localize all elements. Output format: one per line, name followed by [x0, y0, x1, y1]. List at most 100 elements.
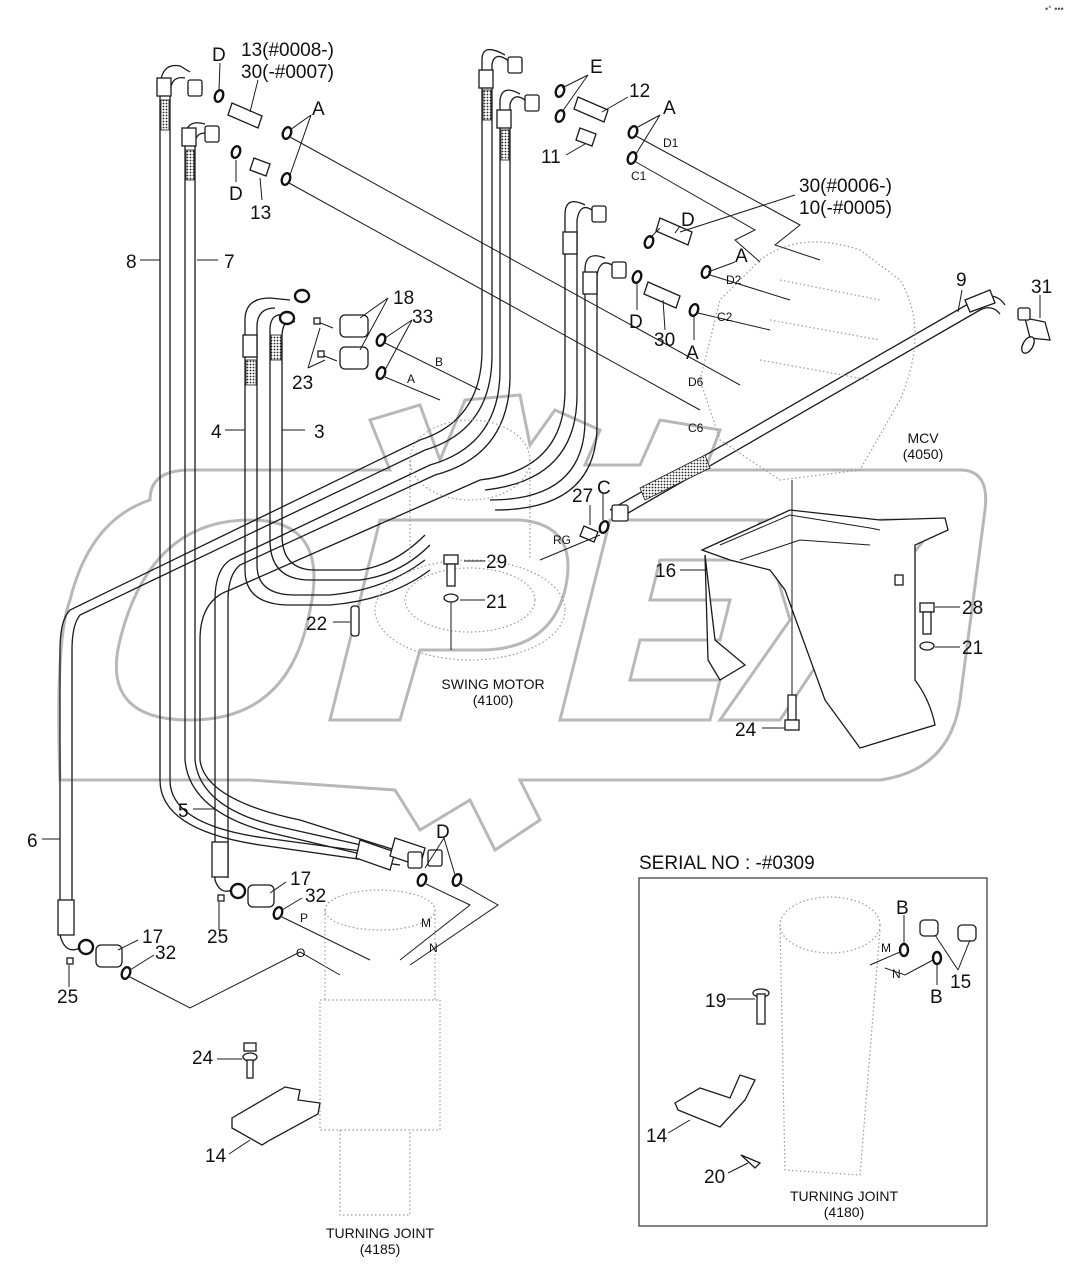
port-label-b: B	[435, 355, 443, 369]
washer-21-motor	[443, 593, 459, 603]
callout-a: A	[686, 343, 699, 364]
o-ring	[375, 365, 387, 381]
o-ring	[688, 302, 700, 318]
callout-a: A	[735, 246, 748, 267]
callout-21: 21	[486, 592, 507, 613]
port-label-c2: C2	[717, 310, 733, 324]
valve-31	[1017, 307, 1051, 354]
callout-3: 3	[314, 422, 325, 443]
callout-c: C	[597, 478, 611, 499]
inset-pin-19	[752, 988, 770, 1025]
adapter-11	[575, 127, 597, 147]
o-rings	[120, 83, 712, 981]
inset-cotter-pin-20	[740, 1154, 762, 1169]
pin-22	[350, 605, 360, 637]
page-marker: •° •••	[1045, 4, 1064, 14]
callout-16: 16	[655, 561, 676, 582]
fittings	[66, 56, 1051, 968]
callout-24: 24	[192, 1048, 214, 1069]
swing-motor-label: SWING MOTOR	[441, 676, 544, 692]
callout-e: E	[590, 57, 603, 78]
sleeve-mesh	[245, 359, 257, 386]
callout-b: B	[896, 898, 909, 919]
callout-32: 32	[155, 943, 176, 964]
hose-ferrule	[242, 334, 258, 358]
hose-mid-2	[489, 255, 606, 501]
hose-4b	[256, 307, 426, 596]
callout-d: D	[436, 822, 450, 843]
o-ring	[700, 264, 712, 280]
washer-21-bracket	[919, 641, 935, 651]
callout-9: 9	[956, 270, 967, 291]
bolt-25	[217, 894, 225, 902]
callout-31: 31	[1031, 277, 1052, 298]
split-flange-17	[95, 944, 123, 968]
hose-bottom-ferrule	[355, 839, 396, 871]
watermark-gear-outline	[57, 393, 988, 853]
callout-6: 6	[27, 831, 38, 852]
swing-motor-dotted	[374, 419, 566, 661]
callout-24: 24	[735, 720, 757, 741]
o-ring	[272, 905, 284, 921]
port-label-n: N	[429, 941, 438, 955]
callout-32: 32	[305, 886, 326, 907]
callout-27: 27	[572, 486, 593, 507]
hose-flange-ring	[77, 938, 95, 956]
callout-14: 14	[646, 1126, 668, 1147]
inset-o-ring	[898, 942, 910, 958]
callout-30: 30	[654, 330, 675, 351]
port-label-n: N	[892, 967, 901, 981]
callout-a: A	[312, 99, 325, 120]
callout-30-10-line2: 10(-#0005)	[799, 198, 892, 219]
port-label-d6: D6	[688, 375, 704, 389]
callout-11: 11	[541, 147, 561, 168]
port-leaders	[129, 135, 821, 1009]
hose-ferrule	[181, 127, 197, 147]
inset-turning-joint-code: (4180)	[824, 1204, 864, 1220]
watermark-letter-p	[328, 518, 570, 722]
bracket-16	[700, 509, 949, 749]
port-label-c6: C6	[688, 421, 704, 435]
hose-9-mesh	[639, 454, 711, 501]
hose-4	[244, 297, 431, 606]
adapter-13	[249, 157, 271, 177]
hose-ferrule	[57, 899, 75, 936]
o-ring	[627, 124, 639, 140]
callout-a: A	[663, 98, 676, 119]
o-ring	[416, 872, 428, 888]
callout-labels: D 13(#0008-) 30(-#0007) A D 13 E 12 11 A…	[27, 40, 1052, 1188]
callout-25: 25	[207, 927, 228, 948]
bolts-23	[313, 317, 338, 362]
component-labels: MCV (4050) SWING MOTOR (4100) TURNING JO…	[326, 430, 943, 1257]
o-ring	[643, 234, 655, 250]
split-flange-17	[247, 884, 275, 908]
adapter-12	[573, 96, 609, 123]
port-label-m: M	[421, 916, 431, 930]
callout-22: 22	[306, 614, 327, 635]
hose-nut	[507, 56, 523, 74]
callout-33: 33	[412, 307, 433, 328]
hose-mid-1b	[484, 206, 593, 491]
callout-13-30-line1: 13(#0008-)	[241, 40, 334, 61]
mcv-code: (4050)	[903, 446, 943, 462]
callout-4: 4	[211, 422, 222, 443]
hose-flange-ring	[293, 288, 311, 304]
callout-28: 28	[962, 598, 983, 619]
callout-leaders	[42, 62, 1041, 1174]
port-label-a: A	[407, 372, 415, 386]
swing-motor-code: (4100)	[473, 692, 513, 708]
hose-nut	[611, 261, 627, 279]
o-ring	[230, 144, 242, 160]
callout-d: D	[229, 184, 243, 205]
o-ring	[554, 108, 566, 124]
callout-23: 23	[292, 373, 313, 394]
sleeve-mesh	[160, 99, 170, 131]
hose-upper-1b	[71, 55, 511, 900]
callout-8: 8	[126, 252, 137, 273]
hose-upper-2	[214, 89, 521, 840]
callout-5: 5	[178, 801, 189, 822]
inset-plate-14	[674, 1074, 756, 1128]
callout-15: 15	[950, 972, 971, 993]
callout-19: 19	[705, 991, 726, 1012]
hose-flange-ring	[229, 882, 247, 900]
